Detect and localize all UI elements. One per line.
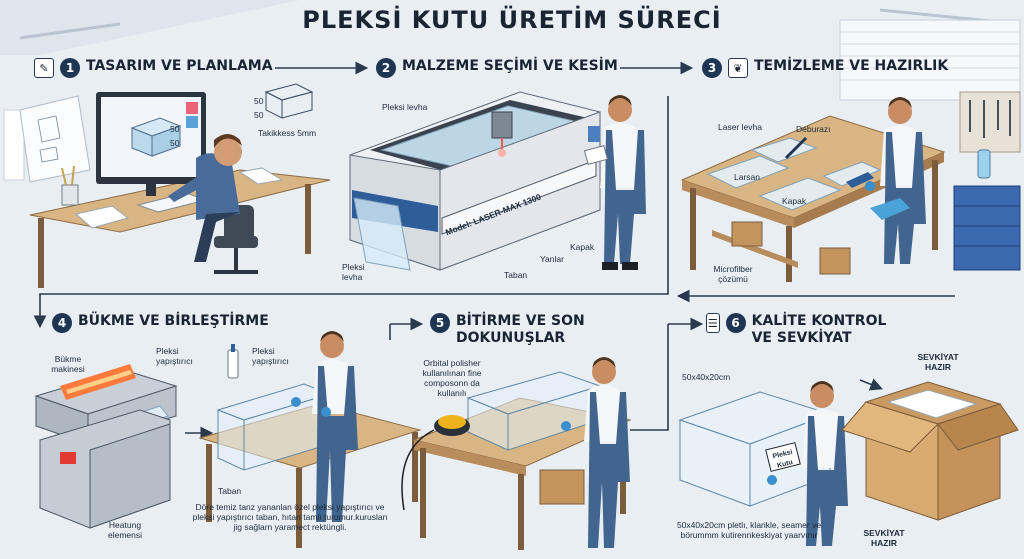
window [839, 19, 1021, 101]
step-6-header: ☰ 6 KALİTE KONTROL VE SEVKİYAT [706, 313, 906, 347]
assembly-description: Döre temiz tanz yananlan özel pleksi yap… [192, 502, 388, 532]
step-4-header: 4 BÜKME VE BİRLEŞTİRME [52, 313, 269, 333]
flow-arrows [33, 61, 955, 440]
dimension-label: 50 [254, 96, 264, 106]
microfiber-label: Microfilber çözümü [713, 264, 753, 284]
bending-machine-label: Bükme makinesi [51, 354, 85, 374]
step-6-label: KALİTE KONTROL VE SEVKİYAT [751, 313, 887, 346]
design-workstation [3, 83, 331, 288]
bending-machine [34, 364, 178, 529]
ready-to-ship-label: SEVKİYAT HAZIR [917, 352, 959, 372]
dimension-label: 50 [170, 138, 180, 148]
blueprint-icon: ✎ [34, 58, 54, 78]
larsan-label: Larsan [734, 172, 760, 182]
thickness-label: Takikkess 5mm [258, 128, 317, 138]
ready-to-ship-label: SEVKİYAT HAZIR [863, 528, 905, 548]
kapak-label: Kapak [782, 196, 807, 206]
step-1-number: 1 [60, 58, 80, 78]
step-2-header: 2 MALZEME SEÇİMİ VE KESİM [376, 58, 618, 78]
step-5-number: 5 [430, 313, 450, 333]
step-1-label: TASARIM VE PLANLAMA [86, 58, 273, 74]
brush-icon: ❦ [728, 58, 748, 78]
pleksi-yapistirici-label: Pleksi yapıştırıcı [252, 346, 289, 366]
step-5-header: 5 BİTİRME VE SON DOKUNUŞLAR [430, 313, 590, 347]
orbital-polisher-label: Orbital polisher kullanılınan fine compo… [422, 358, 482, 398]
finishing-station [401, 357, 632, 550]
step-5-label: BİTİRME VE SON DOKUNUŞLAR [456, 313, 585, 346]
laser-levha-label: Laser levha [718, 122, 762, 132]
step-4-number: 4 [52, 313, 72, 333]
cleaning-station [680, 91, 1021, 282]
page-title: PLEKSİ KUTU ÜRETİM SÜRECİ [302, 6, 722, 34]
step-2-number: 2 [376, 58, 396, 78]
dimension-label: 50 [170, 124, 180, 134]
yanlar-label: Yanlar [540, 254, 564, 264]
assembly-table [198, 331, 422, 548]
step-1-header: ✎ 1 TASARIM VE PLANLAMA [34, 58, 273, 78]
deburazi-label: Deburazı [796, 124, 831, 134]
step-3-number: 3 [702, 58, 722, 78]
laser-cutter [349, 91, 646, 271]
clipboard-icon: ☰ [706, 313, 720, 333]
step-3-header: 3 ❦ TEMİZLEME VE HAZIRLIK [702, 58, 948, 78]
shipping-description: 50x40x20cm pletlı, klarikle, seamer ve b… [676, 520, 822, 540]
taban-label: Taban [218, 486, 242, 496]
pleksi-yapistirici-label: Pleksi yapıştırıcı [156, 346, 193, 366]
pleksi-levha-label: Pleksi levha [382, 102, 428, 112]
step-4-label: BÜKME VE BİRLEŞTİRME [78, 313, 269, 329]
taban-label: Taban [504, 270, 528, 280]
kapak-label: Kapak [570, 242, 595, 252]
step-3-label: TEMİZLEME VE HAZIRLIK [754, 58, 949, 74]
shipping-box [841, 381, 1019, 521]
step-6-number: 6 [725, 313, 746, 333]
step-2-label: MALZEME SEÇİMİ VE KESİM [402, 58, 618, 74]
dimension-label: 50 [254, 110, 264, 120]
box-size-label: 50x40x20cm [682, 372, 731, 382]
box-sketch [264, 83, 314, 119]
pleksi-levha-label: Pleksi levha [342, 262, 365, 282]
quality-control-station [678, 381, 1019, 546]
heating-element-label: Heatung elemensi [107, 520, 143, 540]
